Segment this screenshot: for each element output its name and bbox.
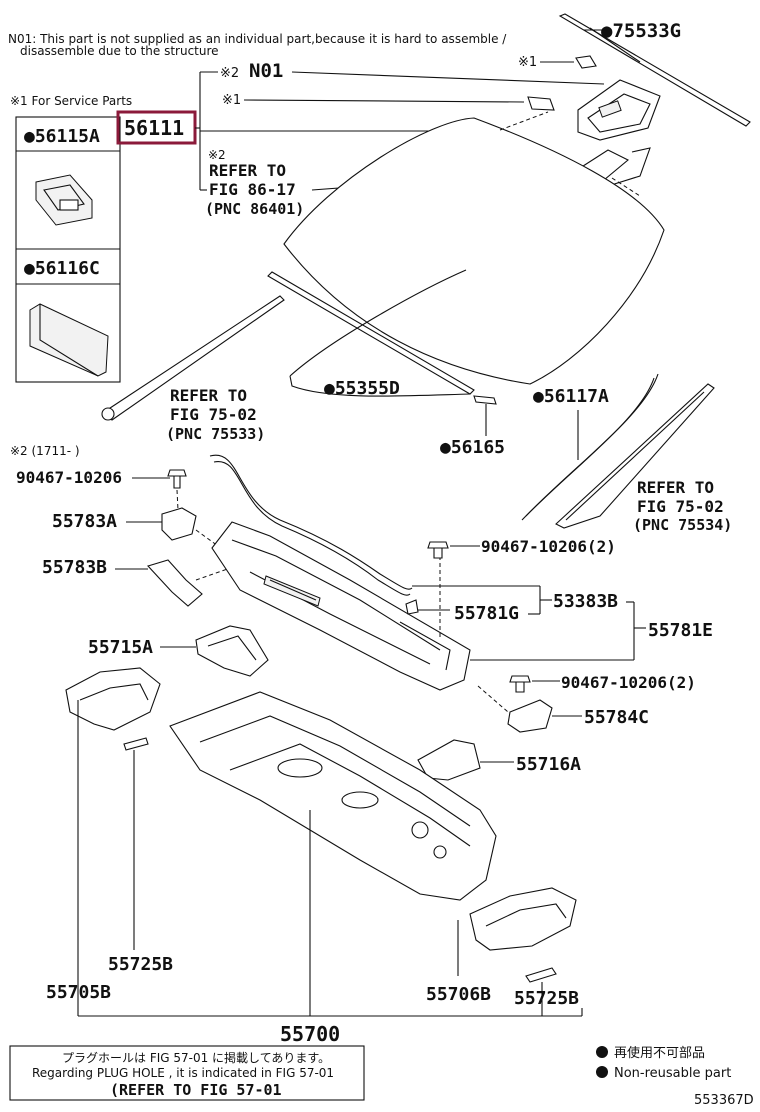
- refer-86-line2: FIG 86-17: [209, 180, 296, 199]
- bracket-55715A: [195, 625, 269, 677]
- refer-75533-line3: (PNC 75533): [166, 425, 265, 443]
- footer-refer-line: (REFER TO FIG 57-01: [110, 1081, 282, 1099]
- refer-75534-line3: (PNC 75534): [633, 516, 732, 534]
- legend-jp: 再使用不可部品: [614, 1045, 705, 1061]
- clip-56115A-drawing: [35, 174, 93, 226]
- n01-note-line1: N01: This part is not supplied as an ind…: [8, 32, 507, 46]
- bracket-55783B: [146, 559, 203, 607]
- legend-dot-en: [596, 1066, 608, 1078]
- label-55783B: 55783B: [42, 557, 107, 578]
- cowl-top-panel-55781E: [211, 521, 471, 691]
- label-55784C: 55784C: [584, 707, 649, 728]
- n01-note-line2: disassemble due to the structure: [20, 44, 219, 58]
- legend-en: Non-reusable part: [614, 1066, 731, 1081]
- refer-75534-line1: REFER TO: [637, 478, 714, 497]
- label-55783A: 55783A: [52, 511, 117, 532]
- refer-75533-line1: REFER TO: [170, 386, 247, 405]
- label-55700: 55700: [280, 1022, 340, 1046]
- label-55781E: 55781E: [648, 620, 713, 641]
- label-N01: N01: [249, 60, 283, 82]
- label-75533G: ●75533G: [601, 20, 681, 42]
- service-part-56115A: ●56115A: [24, 126, 100, 147]
- clip-90467-b: [427, 541, 449, 559]
- clip-top-small: [575, 55, 597, 69]
- refer-86-line1: REFER TO: [209, 161, 286, 180]
- label-56117A: ●56117A: [533, 386, 609, 407]
- mark1-top: ※1: [518, 55, 537, 70]
- mark2-refer: ※2: [208, 148, 226, 162]
- bracket-55706B: [469, 887, 577, 951]
- figure-id: 553367D: [694, 1093, 754, 1108]
- refer-86-line3: (PNC 86401): [205, 200, 304, 218]
- dam-56117A: [521, 373, 659, 521]
- footer-en-line: Regarding PLUG HOLE , it is indicated in…: [32, 1066, 334, 1080]
- pad-56116C-drawing: [29, 303, 109, 377]
- label-56165: ●56165: [440, 437, 505, 458]
- label-55725B-left: 55725B: [108, 954, 173, 975]
- clip-90467-c: [509, 675, 531, 693]
- pad-55725B-right: [525, 967, 557, 983]
- footer-jp-line: プラグホールは FIG 57-01 に掲載してあります。: [62, 1050, 330, 1065]
- cap-55781G: [405, 599, 419, 615]
- mark1-mid: ※1: [222, 93, 241, 108]
- mark2-n01-prefix: ※2: [220, 66, 239, 81]
- label-55355D: ●55355D: [324, 378, 400, 399]
- spacer-56165: [473, 395, 497, 405]
- label-90467-b: 90467-10206(2): [481, 537, 616, 556]
- pad-55725B-left: [123, 737, 149, 751]
- label-55705B: 55705B: [46, 982, 111, 1003]
- service-part-56116C: ●56116C: [24, 258, 100, 279]
- bracket-55783A: [161, 507, 197, 541]
- moulding-55355D: [267, 269, 475, 397]
- windshield-glass-56111: [283, 117, 665, 385]
- clip-mid-small: [527, 96, 555, 111]
- footer-note-box: [9, 1045, 365, 1101]
- refer-75534-line2: FIG 75-02: [637, 497, 724, 516]
- legend-dot-jp: [596, 1046, 608, 1058]
- service-parts-note: ※1 For Service Parts: [10, 94, 132, 108]
- refer-75533-line2: FIG 75-02: [170, 405, 257, 424]
- roof-moulding-75533G: [558, 13, 751, 127]
- bracket-55716A: [417, 739, 481, 781]
- label-55725B-right: 55725B: [514, 988, 579, 1009]
- service-parts-box: ●56115A ●56116C: [15, 116, 121, 383]
- label-55715A: 55715A: [88, 637, 153, 658]
- label-55716A: 55716A: [516, 754, 581, 775]
- label-53383B: 53383B: [553, 591, 618, 612]
- note2-date: ※2 (1711- ): [10, 444, 80, 458]
- pillar-garnish-right: [555, 383, 715, 529]
- weatherstrip-hose: [209, 454, 413, 590]
- label-56111: 56111: [124, 116, 184, 140]
- bracket-55784C: [507, 699, 553, 733]
- label-55781G: 55781G: [454, 603, 519, 624]
- label-90467-a: 90467-10206: [16, 468, 122, 487]
- label-90467-c: 90467-10206(2): [561, 673, 696, 692]
- clip-90467-a: [167, 469, 187, 489]
- dash-panel-55700: [169, 691, 497, 901]
- label-55706B: 55706B: [426, 984, 491, 1005]
- pillar-garnish-left: [101, 295, 285, 421]
- bracket-55705B: [65, 667, 161, 731]
